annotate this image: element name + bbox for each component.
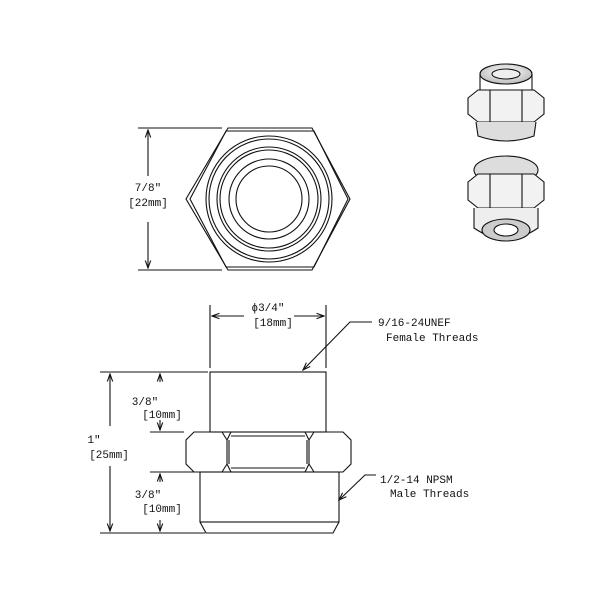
female-thread-spec: 9/16-24UNEF	[378, 318, 451, 330]
render-fitting-top	[467, 63, 545, 142]
overall-height-dimension	[100, 371, 208, 534]
diameter-in: ϕ3/4"	[251, 303, 284, 315]
side-view-body	[185, 371, 352, 534]
overall-mm: [25mm]	[89, 450, 129, 462]
top-height-in: 7/8"	[135, 183, 161, 195]
lower-in: 3/8"	[135, 490, 161, 502]
diameter-dimension	[209, 305, 327, 368]
overall-in: 1"	[87, 435, 100, 447]
top-height-dimension	[138, 127, 222, 271]
female-thread-label: Female Threads	[386, 333, 478, 345]
upper-in: 3/8"	[132, 397, 158, 409]
male-thread-spec: 1/2-14 NPSM	[380, 475, 453, 487]
render-fitting-bottom	[467, 155, 545, 242]
upper-mm: [10mm]	[142, 410, 182, 422]
diameter-mm: [18mm]	[253, 318, 293, 330]
top-view-hex	[185, 127, 351, 271]
lower-mm: [10mm]	[142, 504, 182, 516]
thread-leaders	[303, 321, 376, 500]
male-thread-label: Male Threads	[390, 489, 469, 501]
top-height-mm: [22mm]	[128, 198, 168, 210]
